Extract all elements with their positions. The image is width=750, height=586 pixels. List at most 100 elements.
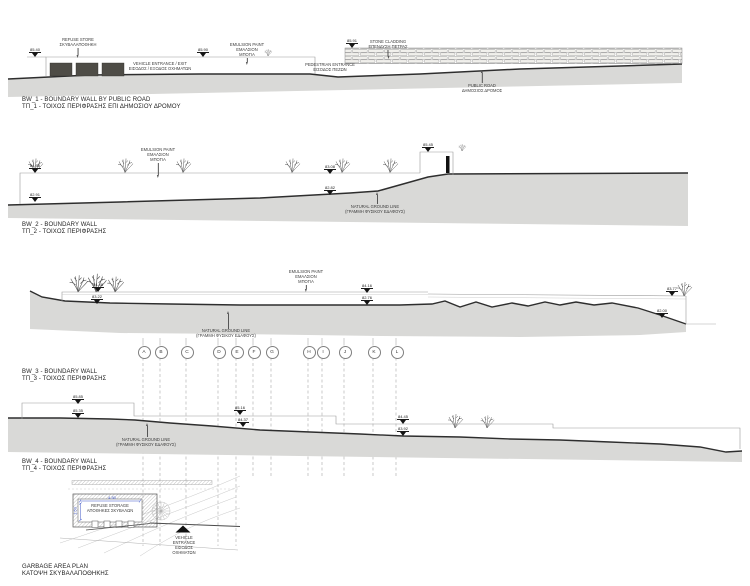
plan-title: GARBAGE AREA PLAN ΚΑΤΟΨΗ ΣΚΥΒΑΛΑΠΟΘΗΚΗΣ [22, 564, 109, 577]
label-pedestrian-entrance: PEDESTRIAN ENTRANCE ΕΙΣΟΔΟΣ ΠΕΖΩΝ [305, 62, 355, 73]
spot-level-icon [659, 314, 665, 318]
level-marker: 85.40 [22, 47, 48, 57]
level-marker: 83.77 [659, 286, 685, 296]
spot-level-icon [95, 288, 101, 292]
arrow-up-icon [480, 70, 483, 73]
bush-icon [480, 415, 495, 429]
spot-level-icon [32, 169, 38, 173]
bush-icon [284, 158, 301, 173]
arrow-up-icon [146, 423, 148, 426]
label-natural-ground: NATURAL GROUND LINE (ΓΡΑΜΜΗ ΦΥΣΙΚΟΥ ΕΔΑΦ… [116, 437, 176, 448]
level-marker: 85.35 [65, 408, 91, 418]
level-marker: 85.85 [65, 394, 91, 404]
dimension-depth: 1.50 [72, 507, 78, 515]
entrance-triangle-icon [175, 525, 191, 533]
gate-swing-icon [151, 501, 171, 521]
grid-bubble-e: E [230, 345, 244, 359]
spot-level-icon [400, 420, 406, 424]
arrow-down-icon [246, 62, 248, 66]
refuse-bin [101, 62, 125, 77]
bw3-title: BW_3 - BOUNDARY WALL ΤΠ_3 - ΤΟΙΧΟΣ ΠΕΡΙΦ… [22, 369, 107, 382]
level-marker: 82.82 [317, 185, 343, 195]
dimension-lines [78, 499, 142, 522]
level-marker: 84.37 [230, 417, 256, 427]
spot-level-icon [75, 399, 81, 404]
label-emulsion-paint: EMULSION PAINT ΕΜΑΛΣΙΟΝ ΜΠΟΓΙΑ [141, 147, 175, 179]
level-marker: 83.08 [317, 164, 343, 174]
arrow-up-icon [227, 311, 229, 314]
label-vehicle-entrance-plan: VEHICLE ENTRANCE ΕΙΣΟΔΟΣ ΟΧΗΜΑΤΩΝ [172, 535, 196, 556]
bw4-elevation [8, 402, 743, 462]
level-marker: 85.45 [415, 142, 441, 152]
bush-icon [447, 413, 464, 429]
bush-icon [175, 158, 192, 173]
spot-level-icon [327, 169, 333, 174]
label-emulsion-paint: EMULSION PAINT ΕΜΑΛΣΙΟΝ ΜΠΟΓΙΑ [289, 269, 323, 293]
spot-level-icon [364, 301, 370, 305]
level-marker: 82.91 [22, 192, 48, 202]
bush-icon [382, 158, 399, 173]
label-emulsion-paint: EMULSION PAINT ΕΜΑΛΣΙΟΝ ΜΠΟΓΙΑ [230, 42, 264, 66]
spot-level-icon [237, 411, 243, 415]
arrow-down-icon [76, 55, 79, 59]
spot-level-icon [200, 53, 206, 57]
grid-bubble-d: D [212, 345, 226, 359]
grid-bubble-i: I [316, 345, 330, 359]
level-marker: 84.98 [22, 163, 48, 173]
bw1-elevation [7, 47, 683, 97]
natural-ground-arrow [227, 311, 229, 329]
spot-level-icon [75, 414, 81, 418]
grid-bubble-a: A [137, 345, 151, 359]
spot-level-icon [32, 198, 38, 202]
bw4-title: BW_4 - BOUNDARY WALL ΤΠ_4 - ΤΟΙΧΟΣ ΠΕΡΙΦ… [22, 459, 107, 472]
bw2-elevation [7, 143, 689, 226]
bw1-title: BW_1 - BOUNDARY WALL BY PUBLIC ROAD ΤΠ_1… [22, 97, 181, 110]
label-refuse-storage: REFUSE STORAGE ΑΠΟΘΗΚΕΣ ΣΚΥΒΑΛΩΝ [86, 503, 134, 514]
arrow-down-icon [305, 289, 307, 293]
arrow-down-icon [386, 56, 389, 60]
gate-post [446, 156, 450, 173]
label-stone-cladding: STONE CLADDING ΕΠΕΝΔΥΣΗ ΠΕΤΡΑΣ [368, 39, 408, 60]
natural-ground-arrow [146, 423, 148, 437]
grid-bubble-g: G [265, 345, 279, 359]
bush-icon [117, 158, 134, 173]
dimension-width: 4.50 [108, 495, 116, 500]
grid-bubble-f: F [247, 345, 261, 359]
spot-level-icon [32, 53, 38, 57]
level-marker: 84.16 [354, 283, 380, 293]
level-marker: 82.76 [354, 295, 380, 305]
boundary-wall-plan [71, 480, 213, 485]
level-marker: 82.00 [649, 308, 675, 318]
grid-bubble-b: B [154, 345, 168, 359]
bush-icon [458, 143, 467, 152]
label-public-road: PUBLIC ROAD ΔΗΜΟΣΙΟΣ ΔΡΟΜΟΣ [462, 70, 502, 93]
spot-level-icon [327, 190, 333, 195]
natural-ground-arrow [376, 192, 378, 204]
level-marker: 84.48 [85, 282, 111, 292]
level-marker: 84.45 [390, 414, 416, 424]
arrow-up-icon [376, 192, 378, 195]
grid-bubble-h: H [302, 345, 316, 359]
grid-bubble-j: J [338, 345, 352, 359]
spot-level-icon [425, 148, 431, 152]
contour-lines [59, 475, 241, 557]
refuse-bin [75, 62, 99, 77]
grid-bubble-l: L [390, 345, 404, 359]
grid-bubble-c: C [180, 345, 194, 359]
label-natural-ground: NATURAL GROUND LINE (ΓΡΑΜΜΗ ΦΥΣΙΚΟΥ ΕΔΑΦ… [196, 328, 256, 339]
spot-level-icon [349, 44, 355, 48]
spot-level-icon [94, 300, 100, 304]
bush-icon [264, 48, 273, 57]
arrow-down-icon [157, 175, 159, 179]
label-refuse-store: REFUSE STORE ΣΚΥΒΑΛΑΠΟΘΗΚΗ [60, 37, 96, 59]
label-natural-ground: NATURAL GROUND LINE (ΓΡΑΜΜΗ ΦΥΣΙΚΟΥ ΕΔΑΦ… [345, 204, 405, 215]
label-vehicle-entrance: VEHICLE ENTRANCE / EXIT ΕΙΣΟΔΟΣ / ΕΞΟΔΟΣ… [128, 61, 192, 72]
level-marker: 83.22 [84, 294, 110, 304]
bw2-title: BW_2 - BOUNDARY WALL ΤΠ_2 - ΤΟΙΧΟΣ ΠΕΡΙΦ… [22, 222, 107, 235]
level-marker: 85.90 [190, 47, 216, 57]
level-marker: 85.91 [339, 38, 365, 48]
level-marker: 85.16 [227, 405, 253, 415]
spot-level-icon [400, 432, 406, 436]
